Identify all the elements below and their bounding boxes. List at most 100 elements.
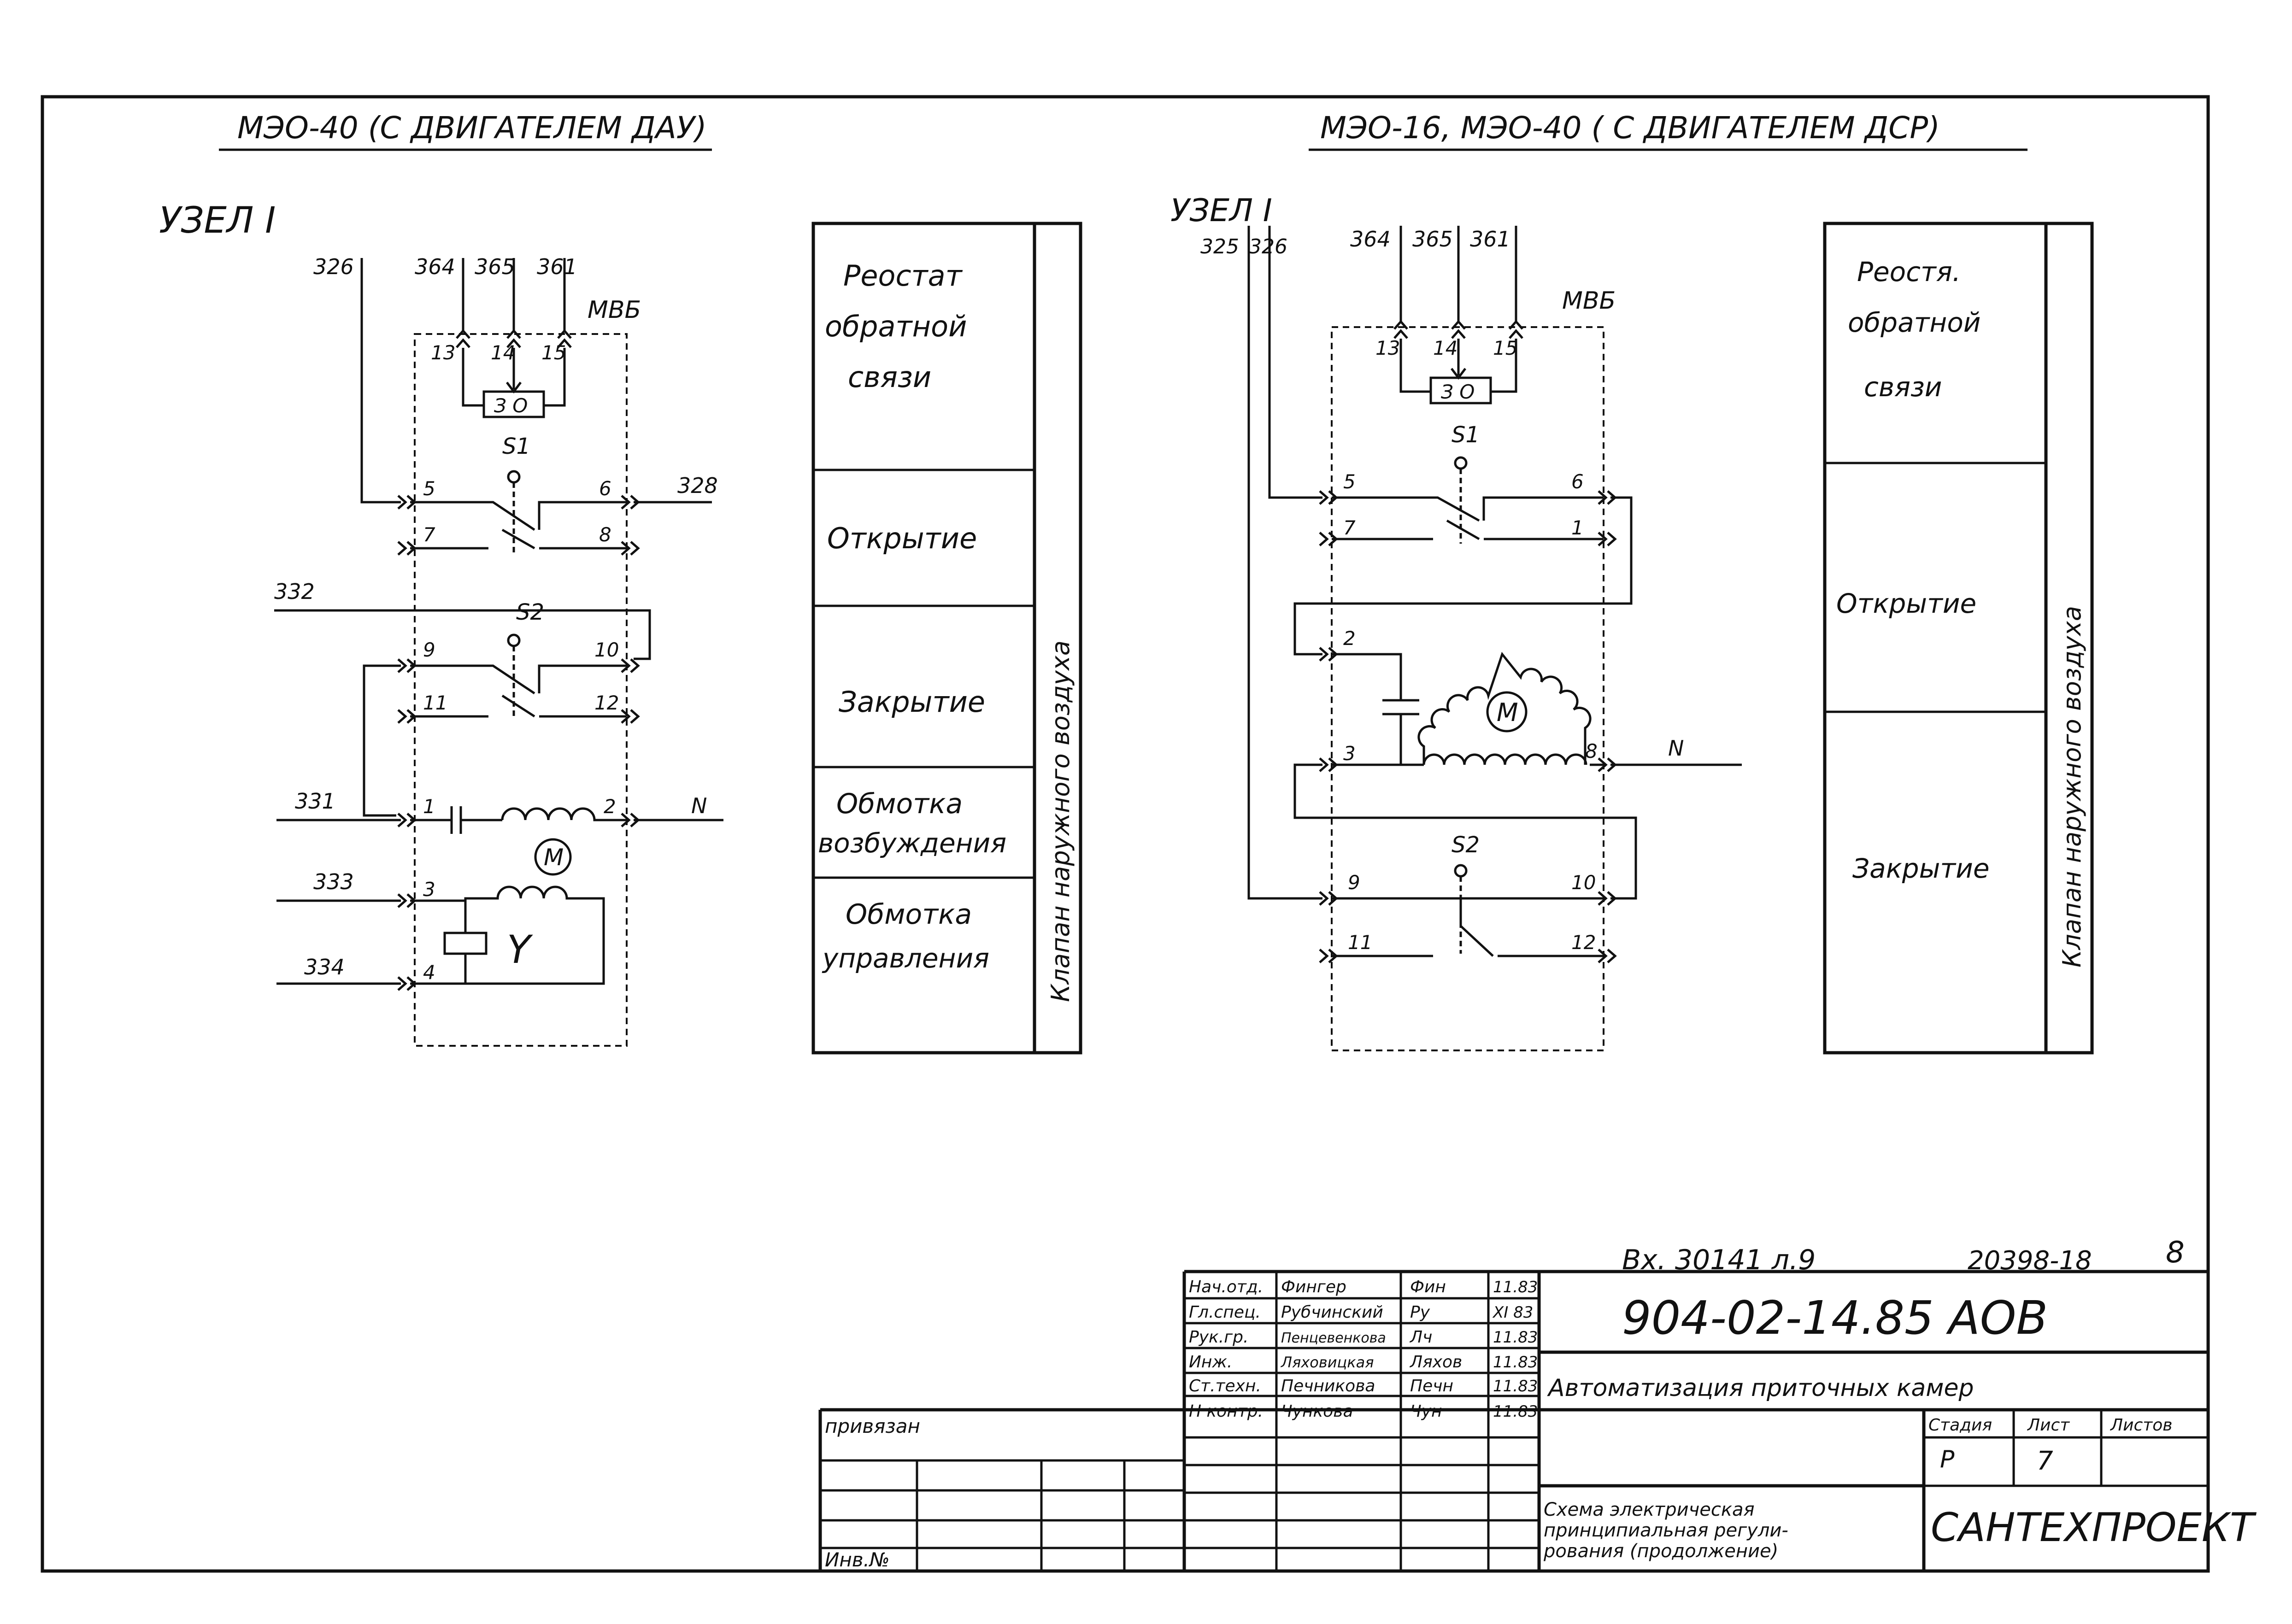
left-terminal-label: 7 <box>423 523 435 546</box>
signature-name: Пенцевенкова <box>1281 1330 1386 1346</box>
organization-name: САНТЕХПРОЕКТ <box>1931 1505 2257 1551</box>
left-module-label: МВБ <box>588 296 641 324</box>
right-wire-label: 325 <box>1200 235 1239 258</box>
right-motor-symbol: M <box>1497 698 1518 727</box>
right-terminal-label: 9 <box>1348 871 1360 894</box>
left-wire-333: 333 <box>313 869 354 894</box>
left-neutral-label: N <box>691 793 707 818</box>
signature-name: Фингер <box>1281 1278 1346 1296</box>
signature-date: 11.83 <box>1493 1278 1538 1296</box>
right-terminal-label: 1 <box>1571 516 1584 539</box>
signature-mark: Лч <box>1409 1328 1432 1347</box>
right-feedback-element: З О <box>1441 381 1475 403</box>
left-terminal-label: 12 <box>594 692 619 714</box>
left-coil-symbol: Y <box>507 927 533 972</box>
signature-mark: Печн <box>1410 1377 1453 1395</box>
signature-mark: Чун <box>1410 1402 1442 1421</box>
right-table-cell: связи <box>1864 371 1942 403</box>
signature-date: 11.83 <box>1493 1328 1538 1347</box>
left-terminal-label: 9 <box>423 639 435 661</box>
stage-header: Стадия <box>1928 1416 1992 1435</box>
left-terminal-label: 8 <box>599 523 611 546</box>
signature-name: Ляховицкая <box>1281 1354 1374 1371</box>
right-wire-label: 364 <box>1350 227 1391 252</box>
signature-date: 11.83 <box>1493 1353 1538 1372</box>
left-terminal-label: 13 <box>431 341 455 364</box>
sheets-header: Листов <box>2110 1416 2172 1435</box>
right-table-side-label: Клапан наружного воздуха <box>2057 606 2086 967</box>
drawing-title-line: Схема электрическая <box>1544 1499 1755 1520</box>
stage-value: Р <box>1940 1446 1955 1473</box>
right-node-label: УЗЕЛ I <box>1170 193 1272 229</box>
drawing-title-line: рования (продолжение) <box>1543 1541 1778 1562</box>
signature-name: Рубчинский <box>1281 1303 1383 1322</box>
signature-date: XI 83 <box>1492 1303 1533 1322</box>
left-diagram-title: МЭО-40 (С ДВИГАТЕЛЕМ ДАУ) <box>237 110 707 146</box>
drawing-title-line: принципиальная регули- <box>1544 1520 1788 1541</box>
left-terminal-label: 11 <box>423 692 447 714</box>
right-table-cell: Закрытие <box>1852 853 1990 884</box>
left-terminal-label: 4 <box>423 961 435 984</box>
right-terminal-label: 15 <box>1493 337 1517 359</box>
left-table-cell: Закрытие <box>839 685 985 719</box>
right-terminal-label: 12 <box>1571 931 1596 954</box>
right-terminal-label: 2 <box>1343 627 1356 650</box>
signature-mark: Фин <box>1410 1278 1446 1296</box>
signature-name: Печникова <box>1281 1377 1375 1395</box>
left-diagram: МЭО-40 (С ДВИГАТЕЛЕМ ДАУ) УЗЕЛ I 326 3 6 4… <box>159 110 723 1047</box>
signature-role: Рук.гр. <box>1189 1328 1248 1347</box>
right-terminal-label: 3 <box>1343 742 1356 765</box>
right-diagram: МЭО-16, МЭО-40 ( С ДВИГАТЕЛЕМ ДСР) УЗЕЛ … <box>1170 110 2028 1051</box>
left-terminal-label: 3 <box>423 878 435 901</box>
privyazan-label: привязан <box>825 1415 920 1437</box>
left-node-label: УЗЕЛ I <box>159 200 276 241</box>
left-table-cell: Обмотка <box>836 788 963 820</box>
left-table-side-label: Клапан наружного воздуха <box>1046 640 1075 1002</box>
left-wire-label: 365 <box>475 254 515 279</box>
signature-name: Чункова <box>1281 1402 1353 1421</box>
left-wire-label: 361 <box>537 254 577 279</box>
left-table-cell: Реостат <box>843 259 963 293</box>
right-terminal-label: 13 <box>1375 337 1400 359</box>
right-function-table: Реостя. обратной связи Открытие Закрытие… <box>1823 222 2094 1055</box>
right-table-cell: Открытие <box>1836 588 1976 619</box>
sheet-value: 7 <box>2037 1446 2053 1476</box>
signature-role: Гл.спец. <box>1189 1303 1261 1322</box>
left-wire-334: 334 <box>304 955 345 979</box>
right-terminal-label: 6 <box>1571 470 1584 493</box>
left-terminal-label: 10 <box>594 639 619 661</box>
right-terminal-label: 11 <box>1348 931 1372 954</box>
right-table-cell: обратной <box>1848 307 1981 338</box>
signature-role: Нач.отд. <box>1189 1278 1263 1296</box>
left-terminal-label: 14 <box>491 341 515 364</box>
right-terminal-label: 8 <box>1585 740 1598 762</box>
right-wire-label: 361 <box>1470 227 1510 252</box>
right-switch-s1: S1 <box>1452 422 1480 448</box>
signature-mark: Ляхов <box>1409 1353 1462 1372</box>
right-terminal-label: 10 <box>1571 871 1596 894</box>
left-wire-label: 326 <box>313 254 354 279</box>
signature-date: 11.83 <box>1493 1402 1538 1421</box>
inv-number-label: Инв.№ <box>825 1548 890 1571</box>
right-neutral-label: N <box>1668 736 1684 761</box>
page-corner-number: 8 <box>2166 1236 2185 1270</box>
left-table-cell: возбуждения <box>818 827 1006 859</box>
document-designation: 904-02-14.85 АОВ <box>1622 1291 2048 1345</box>
right-terminal-label: 7 <box>1343 516 1356 539</box>
signature-role: Инж. <box>1189 1353 1232 1372</box>
left-switch-s2: S2 <box>516 599 544 625</box>
left-terminal-label: 1 <box>423 795 435 818</box>
left-table-cell: управления <box>822 943 989 974</box>
right-terminal-label: 5 <box>1343 470 1356 493</box>
title-block: Вх. 30141 л.9 20398-18 8 <box>818 1236 2257 1571</box>
right-module-label: МВБ <box>1562 287 1616 315</box>
right-diagram-title: МЭО-16, МЭО-40 ( С ДВИГАТЕЛЕМ ДСР) <box>1320 110 1940 146</box>
signature-role: Ст.техн. <box>1189 1377 1261 1395</box>
left-wire-out: 328 <box>677 473 718 498</box>
signature-mark: Ру <box>1410 1303 1430 1322</box>
left-switch-s1: S1 <box>502 434 530 459</box>
left-terminal-label: 6 <box>599 477 611 500</box>
sheet-header: Лист <box>2027 1416 2070 1435</box>
left-terminal-label: 5 <box>423 477 435 500</box>
